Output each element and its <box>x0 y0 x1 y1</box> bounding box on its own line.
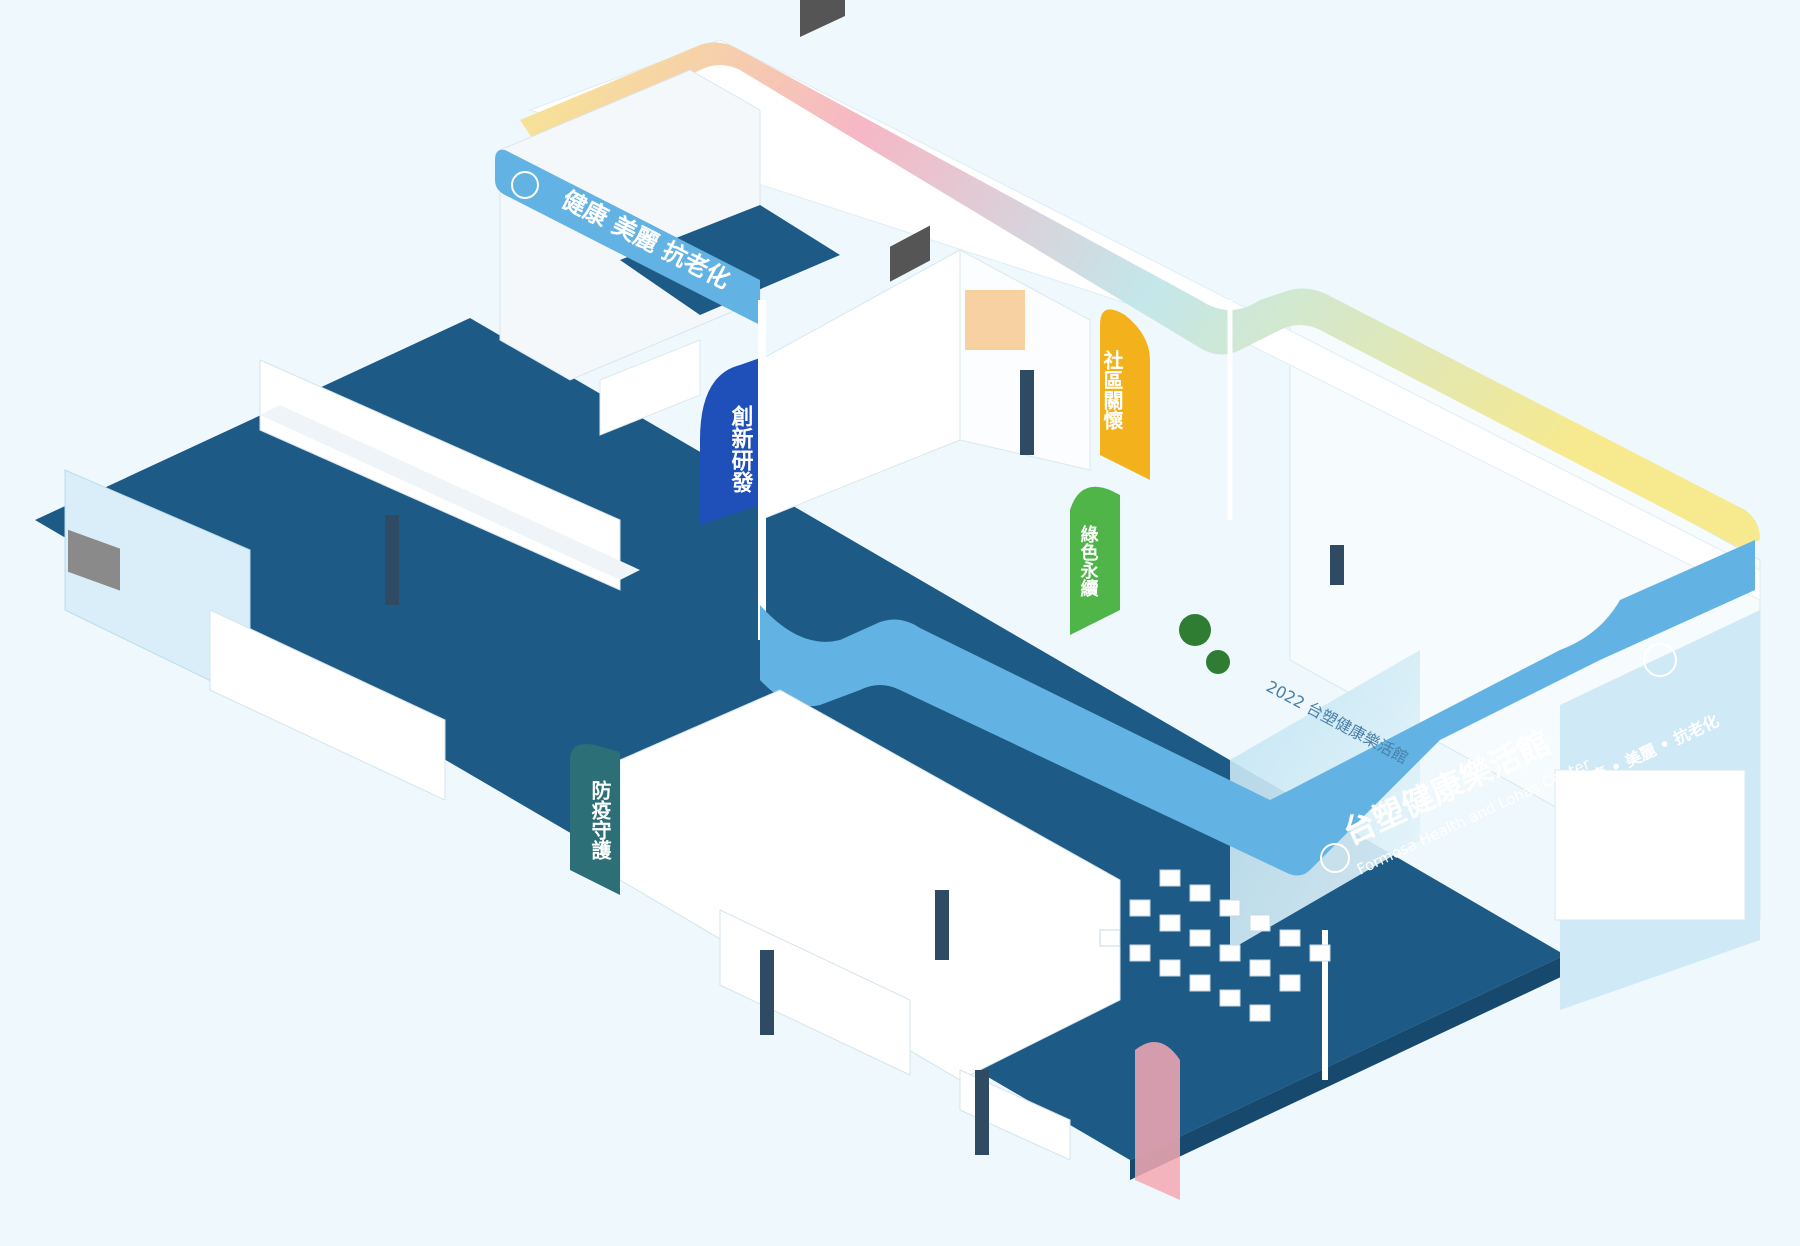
bottom-colored-arch <box>1135 1042 1180 1200</box>
innovation-text: 創新研發 <box>728 405 755 494</box>
counter-top-row1 <box>260 405 640 580</box>
long-counter-front <box>209 609 446 801</box>
middle-screen-2 <box>890 225 930 282</box>
display-counter-top-left <box>599 339 701 436</box>
main-banner-curve <box>760 540 1755 876</box>
middle-room-wall <box>759 249 961 521</box>
epidemic-panel <box>570 744 620 895</box>
epidemic-text: 防疫守護 <box>588 779 612 861</box>
heart-logo-icon-side <box>1643 643 1677 677</box>
plant-2 <box>1206 650 1230 674</box>
rainbow-header <box>520 42 1760 548</box>
community-panel <box>1100 309 1150 480</box>
plant <box>1179 614 1211 646</box>
heart-logo-icon <box>511 171 539 199</box>
innovation-panel <box>700 358 760 525</box>
seating-cubes <box>1099 869 1331 1022</box>
room-innovation-floor <box>620 205 840 315</box>
carpet-floor-right <box>1130 955 1565 1180</box>
middle-screen-1 <box>800 0 845 37</box>
visitor-figures <box>385 370 1344 1155</box>
left-screen <box>68 529 120 591</box>
lounge-screen <box>1554 769 1746 921</box>
green-text: 綠色永續 <box>1078 524 1100 598</box>
community-boards <box>965 290 1025 350</box>
heart-logo-icon-main <box>1320 843 1350 873</box>
community-text: 社區關懷 <box>1100 349 1124 431</box>
green-panel <box>1070 486 1120 635</box>
header-sign-bar <box>495 149 760 325</box>
